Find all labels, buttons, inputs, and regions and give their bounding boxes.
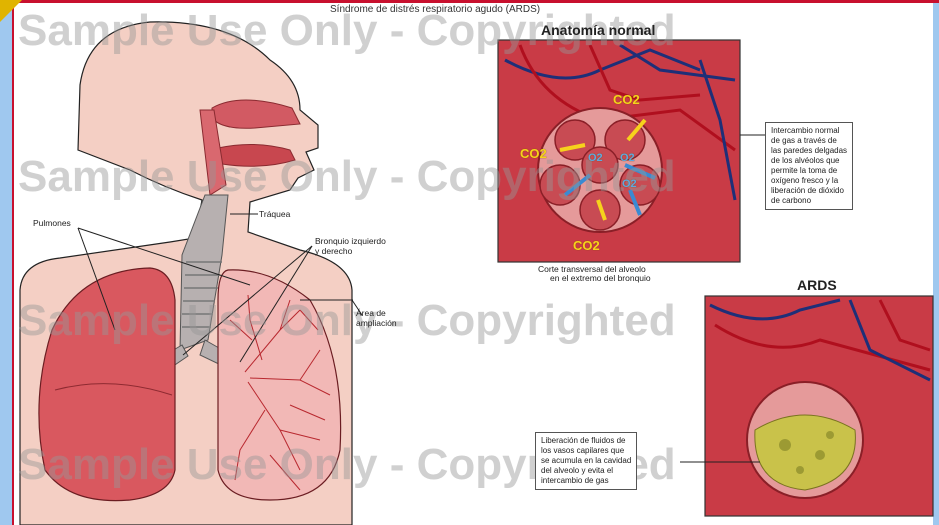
callout-line: se acumula en la cavidad xyxy=(541,456,631,466)
label-corte-line2: en el extremo del bronquio xyxy=(550,273,651,283)
gas-o2-right: O2 xyxy=(620,152,635,164)
label-area-line2: ampliación xyxy=(356,318,397,328)
callout-line: Liberación de fluidos de xyxy=(541,436,631,446)
callout-line: las paredes delgadas xyxy=(771,146,847,156)
heading-ards: ARDS xyxy=(797,277,837,293)
callout-line: intercambio de gas xyxy=(541,476,631,486)
watermark: Sample Use Only - Copyrighted xyxy=(18,296,676,346)
callout-line: de carbono xyxy=(771,196,847,206)
callout-line: oxígeno fresco y la xyxy=(771,176,847,186)
label-bronquio-line1: Bronquio izquierdo xyxy=(315,236,386,246)
gas-co2-top: CO2 xyxy=(613,92,640,107)
gas-co2-bottom: CO2 xyxy=(573,238,600,253)
callout-line: liberación de dióxido xyxy=(771,186,847,196)
callout-line: de gas a través de xyxy=(771,136,847,146)
callout-line: Intercambio normal xyxy=(771,126,847,136)
label-pulmones: Pulmones xyxy=(33,218,71,228)
gas-co2-left: CO2 xyxy=(520,146,547,161)
callout-ards-fluid: Liberación de fluidos de los vasos capil… xyxy=(535,432,637,490)
callout-normal-exchange: Intercambio normal de gas a través de la… xyxy=(765,122,853,210)
gas-o2-left: O2 xyxy=(588,152,603,164)
callout-line: permite la toma de xyxy=(771,166,847,176)
gas-o2-bottom: O2 xyxy=(622,178,637,190)
label-traquea: Tráquea xyxy=(259,209,290,219)
heading-normal-anatomy: Anatomía normal xyxy=(541,22,655,38)
figure-title: Síndrome de distrés respiratorio agudo (… xyxy=(330,4,540,15)
label-bronquio-line2: y derecho xyxy=(315,246,352,256)
label-area-line1: Área de xyxy=(356,308,386,318)
callout-line: del alveolo y evita el xyxy=(541,466,631,476)
watermark: Sample Use Only - Copyrighted xyxy=(18,152,676,202)
callout-line: de los alvéolos que xyxy=(771,156,847,166)
callout-line: los vasos capilares que xyxy=(541,446,631,456)
